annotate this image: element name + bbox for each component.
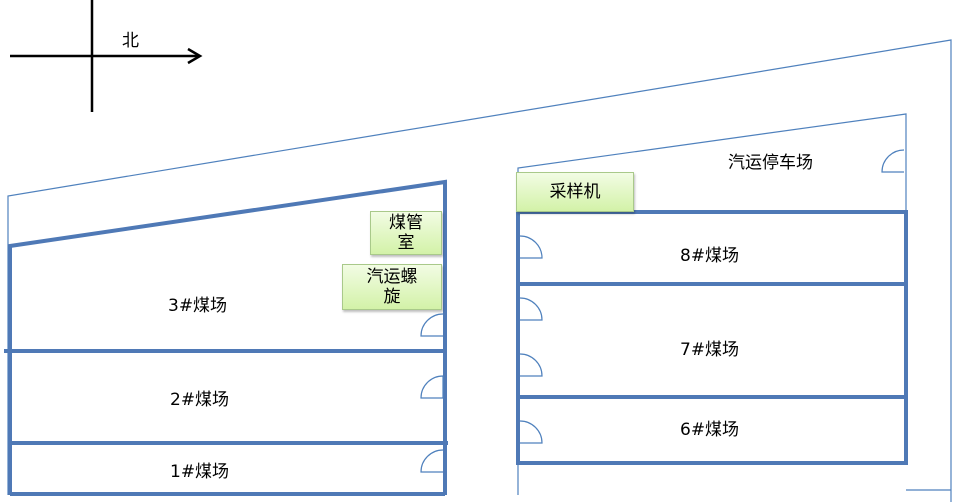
door-icon (519, 297, 543, 321)
door-icon (519, 353, 543, 377)
coal-pipe-room-line-2: 室 (397, 233, 415, 253)
east-yard-block (516, 210, 908, 465)
sampler-label: 采样机 (549, 182, 601, 202)
north-label: 北 (122, 31, 139, 51)
north-arrow-icon (187, 47, 203, 65)
truck-screw-line-1: 汽运螺 (366, 267, 418, 287)
sampler: 采样机 (516, 172, 634, 212)
yard-7-label: 7#煤场 (680, 340, 740, 360)
door-icon (420, 449, 444, 473)
truck-screw-line-2: 旋 (383, 287, 401, 307)
truck-parking-label: 汽运停车场 (728, 153, 813, 173)
yard-2-label: 2#煤场 (170, 390, 230, 410)
truck-screw-unloader: 汽运螺 旋 (342, 264, 442, 310)
outer-boundary (7, 39, 952, 502)
door-icon (519, 235, 543, 259)
door-icon (420, 313, 444, 337)
yard-6-label: 6#煤场 (680, 420, 740, 440)
door-icon (519, 420, 543, 444)
yard-1-label: 1#煤场 (170, 462, 230, 482)
yard-3-label: 3#煤场 (168, 296, 228, 316)
yard-8-label: 8#煤场 (680, 246, 740, 266)
door-icon (420, 375, 444, 399)
coal-pipe-room-line-1: 煤管 (389, 213, 423, 233)
door-icon (881, 149, 905, 173)
west-yard-block (4, 179, 448, 496)
coal-pipe-room: 煤管 室 (370, 211, 442, 255)
